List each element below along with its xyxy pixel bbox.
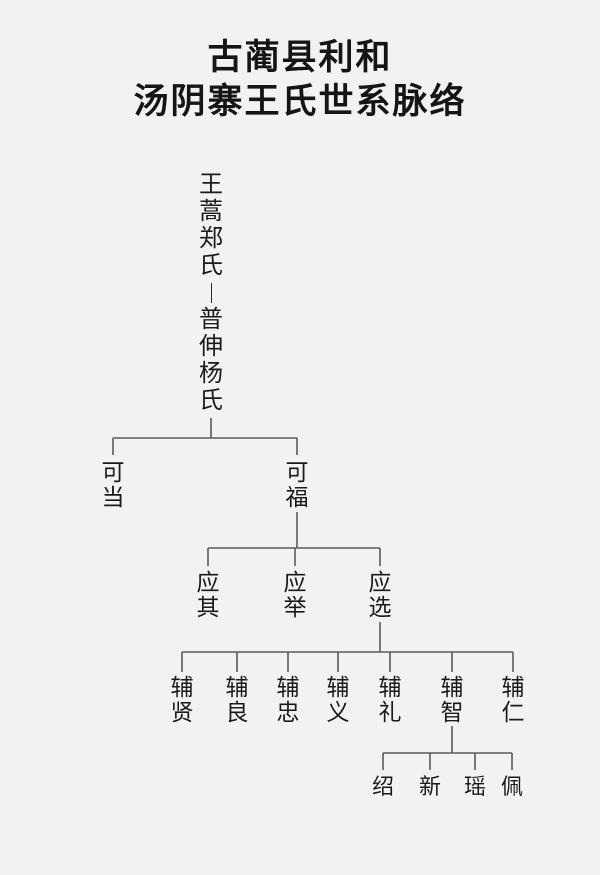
tree-node-g4-4[interactable]: 辅义	[327, 675, 350, 725]
tree-node-g5-3[interactable]: 瑶	[464, 775, 486, 799]
tree-node-g3-2-char-1: 应	[283, 570, 307, 595]
tree-node-g2-2[interactable]: 可福	[286, 460, 309, 510]
tree-node-g4-7-char-2: 仁	[501, 700, 525, 725]
tree-node-g2-1[interactable]: 可当	[102, 460, 125, 510]
tree-node-g5-2-char-1: 新	[418, 774, 442, 799]
tree-node-g4-3-char-1: 辅	[276, 675, 300, 700]
tree-node-root-char-4: 氏	[199, 253, 223, 279]
tree-node-g5-2[interactable]: 新	[419, 775, 441, 799]
tree-node-g3-2[interactable]: 应举	[284, 570, 307, 620]
tree-node-root-spouse-char-3: 杨	[199, 361, 223, 387]
tree-node-g4-5-char-2: 礼	[378, 700, 402, 725]
tree-node-g4-7[interactable]: 辅仁	[502, 675, 525, 725]
tree-node-g3-2-char-2: 举	[283, 595, 307, 620]
tree-node-g2-1-char-2: 当	[101, 485, 125, 510]
tree-node-g4-6-char-1: 辅	[440, 675, 464, 700]
title-line-2: 汤阴寨王氏世系脉络	[133, 82, 467, 121]
tree-node-g5-4-char-1: 佩	[500, 774, 524, 799]
tree-node-g4-1-char-2: 贤	[170, 700, 194, 725]
tree-node-g4-2-char-1: 辅	[225, 675, 249, 700]
spouse-link-dash	[210, 283, 212, 303]
tree-node-g3-3-char-2: 选	[368, 595, 392, 620]
tree-node-root-char-2: 蒿	[199, 199, 223, 225]
tree-node-g4-1-char-1: 辅	[170, 675, 194, 700]
tree-node-g4-5[interactable]: 辅礼	[379, 675, 402, 725]
tree-node-g3-3-char-1: 应	[368, 570, 392, 595]
tree-node-g4-1[interactable]: 辅贤	[171, 675, 194, 725]
tree-node-g2-2-char-1: 可	[285, 460, 309, 485]
tree-node-g2-1-char-1: 可	[101, 460, 125, 485]
tree-node-root-spouse-char-2: 伸	[199, 334, 223, 360]
tree-node-root[interactable]: 王蒿郑氏普伸杨氏	[199, 172, 223, 415]
page-title: 古蔺县利和 汤阴寨王氏世系脉络	[0, 36, 600, 124]
tree-node-g3-3[interactable]: 应选	[369, 570, 392, 620]
tree-node-g4-2-char-2: 良	[225, 700, 249, 725]
tree-node-g5-1[interactable]: 绍	[372, 775, 394, 799]
tree-node-g4-3[interactable]: 辅忠	[277, 675, 300, 725]
tree-node-g3-1-char-1: 应	[196, 570, 220, 595]
tree-node-root-char-3: 郑	[199, 226, 223, 252]
tree-node-g4-6-char-2: 智	[440, 700, 464, 725]
tree-node-g5-4[interactable]: 佩	[501, 775, 523, 799]
tree-node-g4-4-char-1: 辅	[326, 675, 350, 700]
tree-node-g4-4-char-2: 义	[326, 700, 350, 725]
tree-node-g3-1[interactable]: 应其	[197, 570, 220, 620]
title-line-1: 古蔺县利和	[207, 38, 393, 77]
tree-node-g4-5-char-1: 辅	[378, 675, 402, 700]
tree-node-root-spouse-char-4: 氏	[199, 388, 223, 414]
tree-node-root-char-1: 王	[199, 172, 223, 198]
tree-node-g5-3-char-1: 瑶	[463, 774, 487, 799]
tree-node-g4-7-char-1: 辅	[501, 675, 525, 700]
tree-node-g2-2-char-2: 福	[285, 485, 309, 510]
tree-node-g5-1-char-1: 绍	[371, 774, 395, 799]
tree-node-g4-6[interactable]: 辅智	[441, 675, 464, 725]
tree-node-g3-1-char-2: 其	[196, 595, 220, 620]
tree-node-g4-3-char-2: 忠	[276, 700, 300, 725]
tree-node-root-spouse-char-1: 普	[199, 307, 223, 333]
tree-node-g4-2[interactable]: 辅良	[226, 675, 249, 725]
